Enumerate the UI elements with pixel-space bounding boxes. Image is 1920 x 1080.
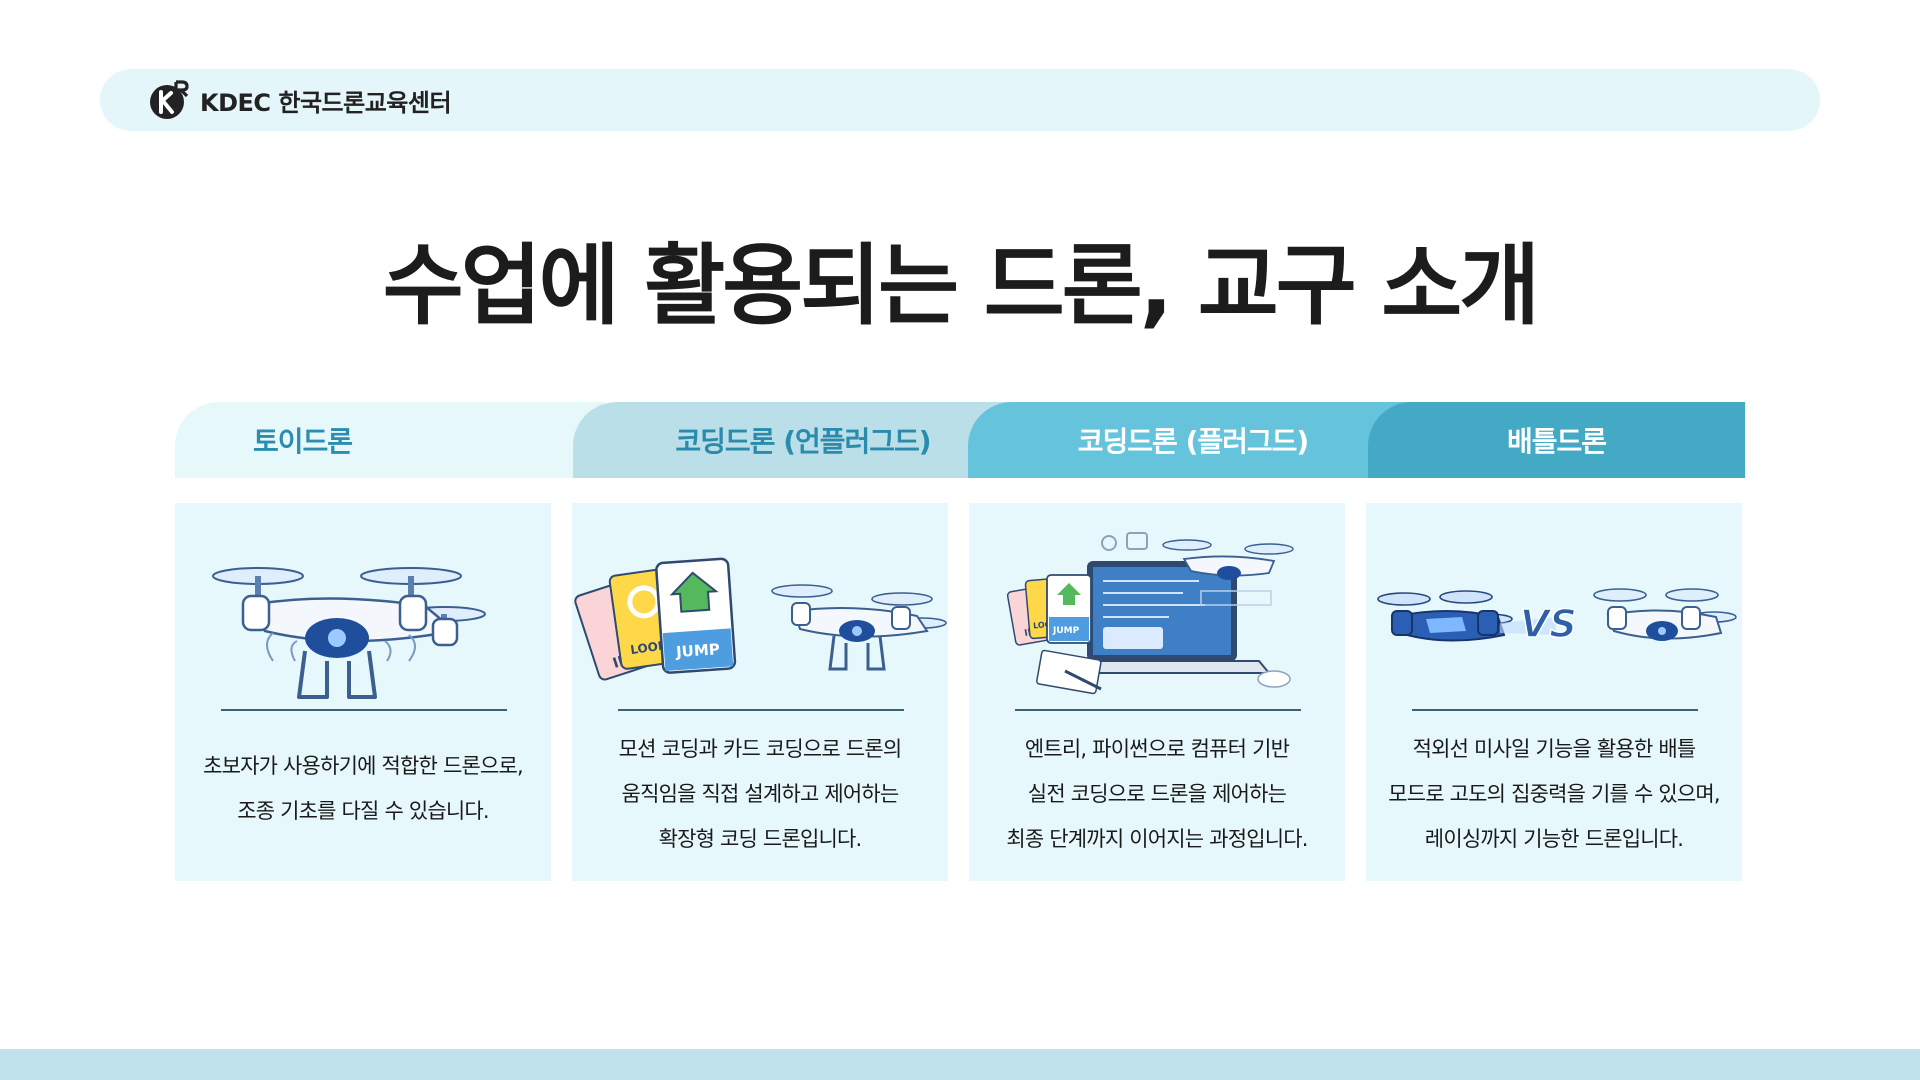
divider (221, 709, 507, 711)
jump-card-label: JUMP (1052, 626, 1080, 636)
card-description: 엔트리, 파이썬으로 컴퓨터 기반 실전 코딩으로 드론을 제어하는 최종 단계… (969, 727, 1345, 862)
category-tabs: 토이드론 코딩드론 (언플러그드) 코딩드론 (플러그드) 배틀드론 (175, 402, 1745, 478)
vs-label: VS (1520, 602, 1577, 646)
card-toy-drone: 초보자가 사용하기에 적합한 드론으로, 조종 기초를 다질 수 있습니다. (175, 503, 551, 881)
description-line: 움직임을 직접 설계하고 제어하는 (621, 782, 900, 806)
divider (1412, 709, 1698, 711)
divider (618, 709, 904, 711)
loop-card-label: LOOP (1033, 619, 1058, 630)
header-bar: KDEC 한국드론교육센터 (100, 69, 1820, 131)
page-title: 수업에 활용되는 드론, 교구 소개 (382, 234, 1540, 337)
description-line: 적외선 미사일 기능을 활용한 배틀 (1412, 737, 1697, 761)
card-description: 모션 코딩과 카드 코딩으로 드론의 움직임을 직접 설계하고 제어하는 확장형… (572, 727, 948, 862)
footer-bar (0, 1049, 1920, 1080)
description-line: 확장형 코딩 드론입니다. (658, 827, 863, 851)
card-coding-drone-unplugged: IF LOOP JUMP 모션 코딩과 카드 코딩으로 드론의 움직임을 직접 … (572, 503, 948, 881)
card-coding-drone-plugged: IF LOOP JUMP 엔트리, 파이썬으로 컴퓨터 기반 실전 코딩으로 드… (969, 503, 1345, 881)
laptop-coding-drone-icon: IF LOOP JUMP (1006, 532, 1294, 695)
description-line: 엔트리, 파이썬으로 컴퓨터 기반 (1024, 737, 1290, 761)
kr-logo-icon (150, 80, 189, 119)
description-line: 모드로 고도의 집중력을 기를 수 있으며, (1388, 782, 1720, 806)
description-line: 조종 기초를 다질 수 있습니다. (237, 799, 489, 823)
brand-name: KDEC 한국드론교육센터 (200, 88, 452, 117)
jump-card-label: JUMP (675, 640, 721, 661)
card-description: 초보자가 사용하기에 적합한 드론으로, 조종 기초를 다질 수 있습니다. (175, 744, 551, 834)
loop-card-label: LOOP (629, 638, 667, 657)
tab-coding-drone-plugged[interactable]: 코딩드론 (플러그드) (968, 402, 1418, 478)
divider (1015, 709, 1301, 711)
coding-cards-drone-icon: IF LOOP JUMP (574, 557, 947, 681)
tab-battle-drone[interactable]: 배틀드론 (1368, 402, 1745, 478)
description-line: 최종 단계까지 이어지는 과정입니다. (1006, 827, 1308, 851)
tab-coding-drone-unplugged[interactable]: 코딩드론 (언플러그드) (573, 402, 1033, 478)
card-description: 적외선 미사일 기능을 활용한 배틀 모드로 고도의 집중력을 기를 수 있으며… (1366, 727, 1742, 862)
description-line: 모션 코딩과 카드 코딩으로 드론의 (618, 737, 903, 761)
card-battle-drone: VS 적외선 미사일 기능을 활용한 배틀 모드로 고도의 집중력을 기를 수 … (1366, 503, 1742, 881)
description-line: 초보자가 사용하기에 적합한 드론으로, (203, 754, 524, 778)
description-line: 실전 코딩으로 드론을 제어하는 (1027, 782, 1287, 806)
description-line: 레이싱까지 기능한 드론입니다. (1424, 827, 1684, 851)
tab-toy-drone[interactable]: 토이드론 (175, 402, 605, 478)
toy-drone-icon (212, 567, 486, 699)
battle-drones-icon: VS (1377, 588, 1737, 647)
